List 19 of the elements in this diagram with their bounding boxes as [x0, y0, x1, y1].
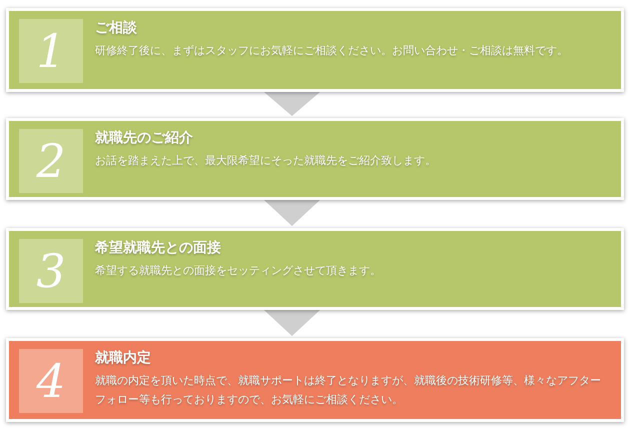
step-title: ご相談	[95, 19, 137, 37]
arrow	[264, 92, 320, 116]
step-box	[6, 118, 624, 200]
arrow	[264, 310, 320, 336]
step-title: 希望就職先との面接	[95, 239, 221, 257]
step-description: 研修終了後に、まずはスタッフにお気軽にご相談ください。お問い合わせ・ご相談は無料です。	[95, 43, 569, 59]
step-description: 就職の内定を頂いた時点で、就職サポートは終了となりますが、就職後の技術研修等、様々なアフターフォロー等も行っておりますので、お気軽にご相談ください。	[95, 373, 602, 408]
step-box	[6, 8, 624, 92]
step-number: 2	[19, 129, 83, 193]
step-title: 就職内定	[95, 349, 151, 367]
step-box	[6, 338, 624, 422]
step-number: 4	[19, 349, 83, 413]
step-title: 就職先のご紹介	[95, 129, 193, 147]
arrow	[264, 200, 320, 226]
step-description: 希望する就職先との面接をセッティングさせて頂きます。	[95, 263, 382, 279]
step-number: 1	[19, 19, 83, 83]
step-box	[6, 228, 624, 310]
step-number: 3	[19, 239, 83, 303]
step-description: お話を踏まえた上で、最大限希望にそった就職先をご紹介致します。	[95, 153, 437, 169]
